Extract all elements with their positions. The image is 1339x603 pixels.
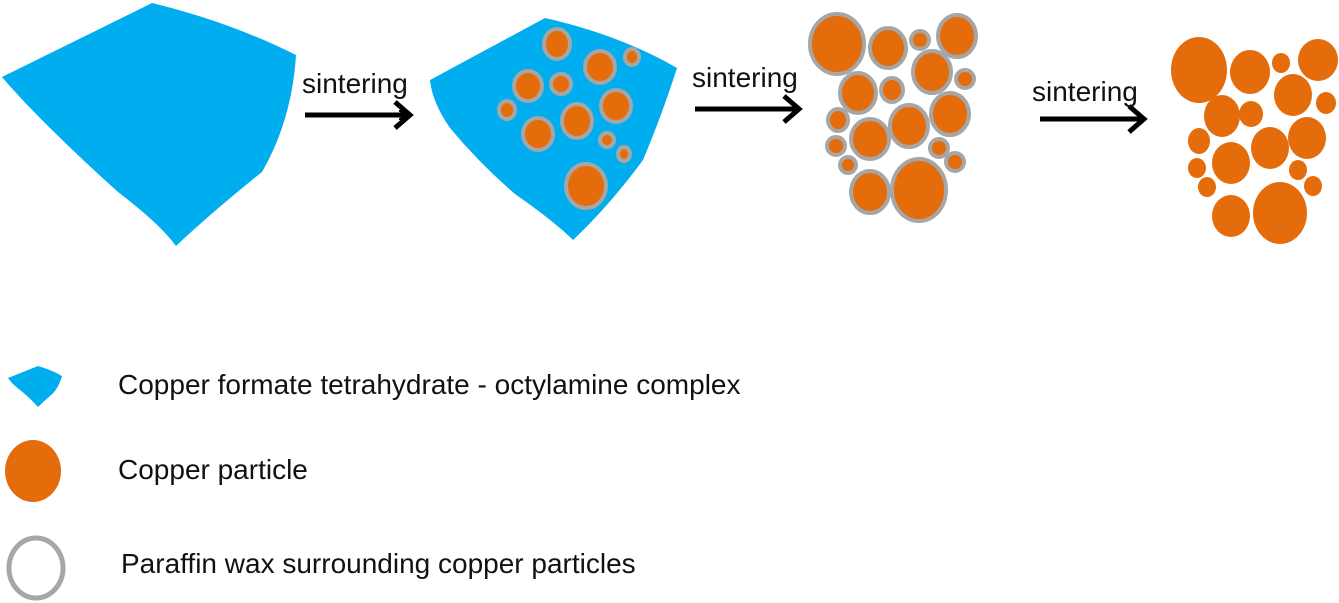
coated-copper-particle [583, 49, 617, 85]
coated-copper-particle [521, 116, 555, 152]
coated-copper-particle [838, 71, 878, 115]
coated-copper-particle [849, 117, 891, 161]
coated-copper-particle [888, 103, 930, 149]
legend-label-complex: Copper formate tetrahydrate - octylamine… [118, 369, 741, 400]
coated-copper-particle [808, 12, 866, 76]
coated-copper-particle [849, 169, 891, 215]
coated-copper-particle [542, 27, 572, 61]
coated-copper-particle [825, 135, 847, 157]
arrow-label-1: sintering [302, 68, 408, 99]
stage-1-complex [2, 3, 296, 246]
copper-particle [1316, 92, 1336, 114]
coated-copper-particle [936, 13, 978, 59]
stage-2-complex-with-particles [430, 18, 677, 240]
copper-particle [1171, 37, 1227, 103]
legend-particle-icon [5, 440, 61, 502]
coated-copper-particle [560, 102, 594, 140]
stage-3-coated-particles [808, 12, 978, 223]
coated-copper-particle [890, 157, 948, 223]
copper-particle [1204, 95, 1240, 137]
coated-copper-particle [928, 137, 950, 159]
coated-copper-particle [909, 29, 931, 51]
coated-copper-particle [944, 151, 966, 173]
coated-copper-particle [512, 69, 544, 103]
arrow-label-2: sintering [692, 62, 798, 93]
copper-particle [1198, 177, 1216, 197]
copper-particle [1274, 74, 1312, 116]
arrow-label-3: sintering [1032, 76, 1138, 107]
copper-particle [1239, 101, 1263, 127]
copper-particle [1304, 176, 1322, 196]
copper-particle [1230, 50, 1270, 94]
copper-particle [1272, 53, 1290, 73]
sintering-arrow-3 [1040, 104, 1148, 134]
coated-copper-particle [599, 88, 633, 124]
legend-label-particle: Copper particle [118, 454, 308, 485]
coated-copper-particle [564, 162, 608, 210]
coated-copper-particle [497, 99, 517, 121]
copper-particle [1188, 128, 1210, 154]
copper-particle [1253, 182, 1307, 244]
stage-4-copper-particles [1171, 37, 1338, 244]
sintering-arrow-1 [305, 100, 414, 130]
legend-complex-icon [8, 366, 62, 407]
copper-particle [1251, 127, 1289, 169]
coated-copper-particle [623, 47, 641, 67]
copper-particle [1289, 160, 1307, 180]
coated-copper-particle [838, 155, 858, 175]
sintering-arrow-2 [695, 94, 803, 124]
coated-copper-particle [954, 68, 976, 90]
complex-shape [2, 3, 296, 246]
legend-symbols [5, 366, 66, 601]
legend-label-wax: Paraffin wax surrounding copper particle… [121, 548, 636, 579]
coated-copper-particle [929, 91, 971, 137]
coated-copper-particle [911, 49, 953, 95]
copper-particle [1188, 158, 1206, 178]
coated-copper-particle [879, 76, 905, 104]
coated-copper-particle [868, 26, 908, 70]
coated-copper-particle [598, 131, 616, 149]
coated-copper-particle [616, 145, 632, 163]
legend-wax-icon [6, 535, 66, 601]
coated-copper-particle [826, 107, 850, 133]
coated-copper-particle [549, 72, 573, 96]
copper-particle [1298, 39, 1338, 81]
copper-particle [1212, 142, 1250, 184]
copper-particle [1288, 117, 1326, 159]
copper-particle [1212, 195, 1250, 237]
